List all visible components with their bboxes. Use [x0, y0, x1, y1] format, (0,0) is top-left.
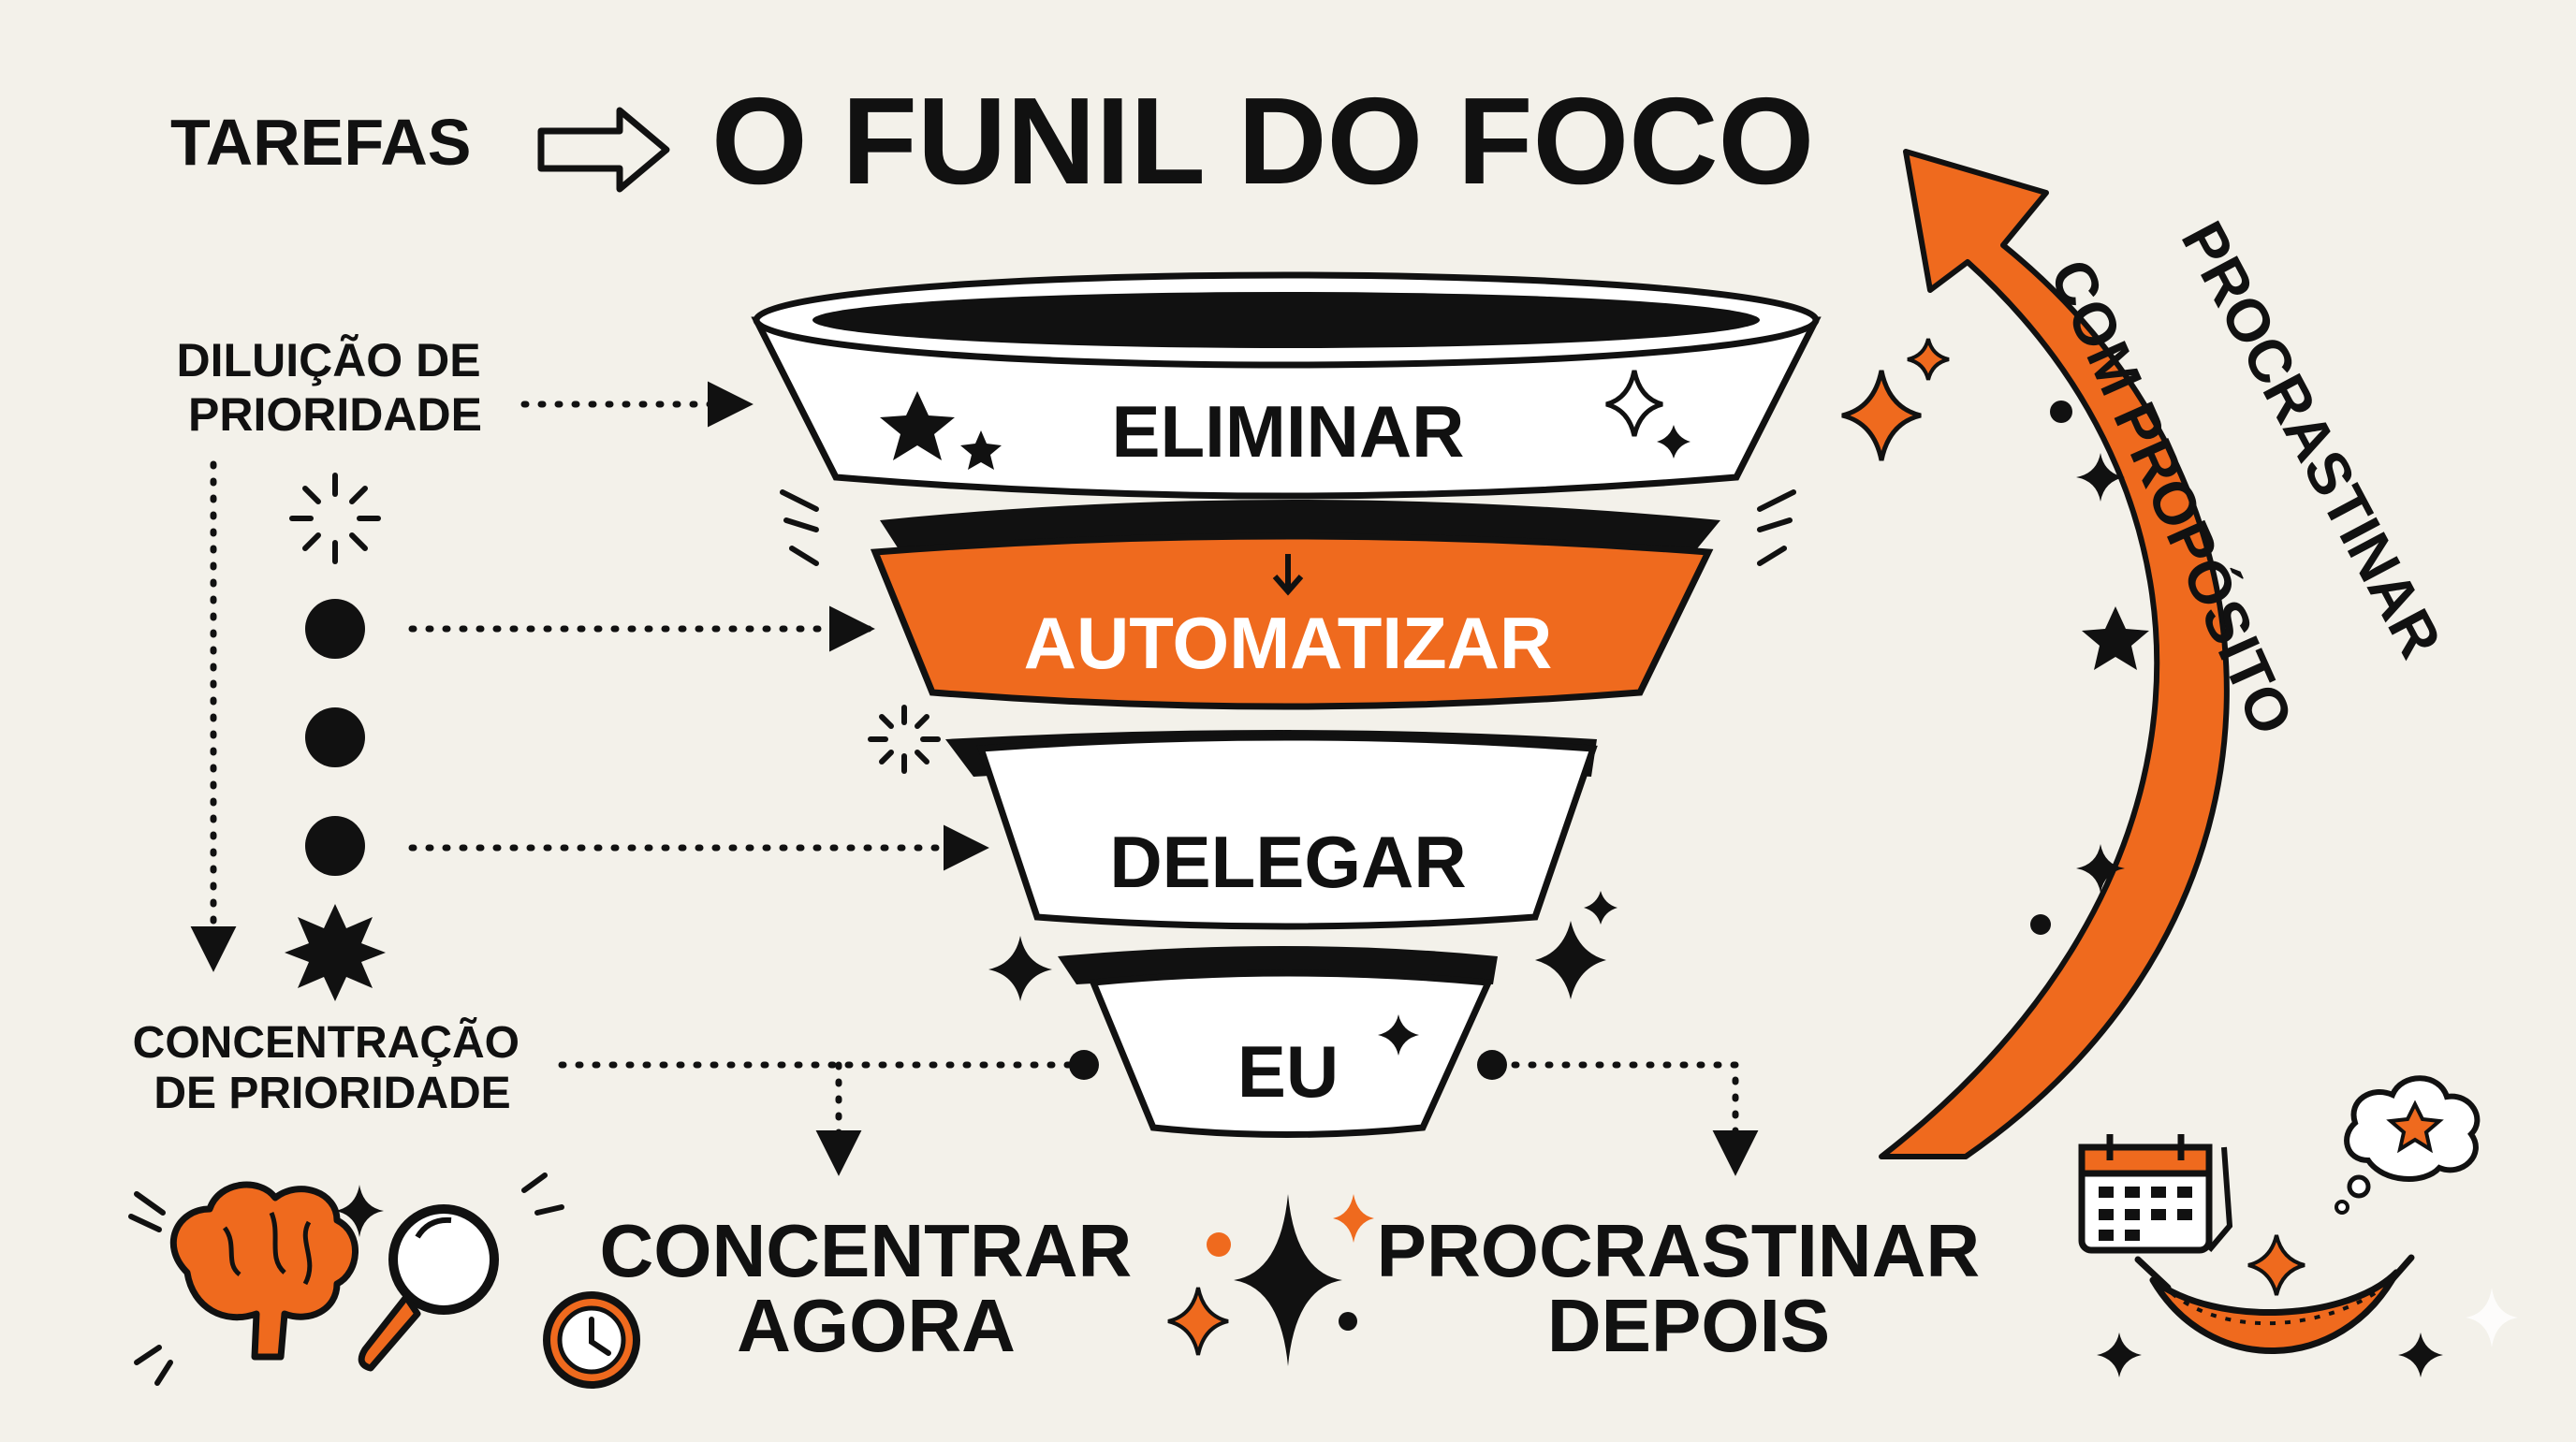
dot-icon: [1477, 1050, 1507, 1080]
funnel-stage-label: ELIMINAR: [1112, 390, 1465, 473]
input-label: TAREFAS: [170, 106, 472, 179]
sparkle-icon: [1234, 1194, 1342, 1366]
sparkle-icon: [2398, 1333, 2443, 1377]
funnel-stage-eliminar: ELIMINAR: [756, 275, 1816, 496]
outcome-right: PROCRASTINAR DEPOIS: [1377, 1209, 2001, 1367]
sparkle-icon: [988, 936, 1052, 1001]
dot-icon: [305, 599, 365, 659]
star-icon: [2082, 606, 2149, 670]
page-title: O FUNIL DO FOCO: [711, 72, 1814, 210]
funnel-stage-automatizar: AUTOMATIZAR: [875, 536, 1708, 706]
sparkle-icon: [1535, 921, 1606, 999]
dot-icon: [305, 816, 365, 876]
clock-icon: [547, 1295, 637, 1385]
sparkle-icon: [1842, 371, 1921, 460]
dot-icon: [305, 707, 365, 767]
starburst-icon: [285, 904, 386, 1001]
sparkle-icon: [2097, 1333, 2142, 1377]
funnel-stage-label: EU: [1237, 1030, 1339, 1113]
sparkle-icon: [1168, 1288, 1228, 1355]
burst-icon: [524, 1175, 562, 1213]
burst-icon: [292, 475, 378, 561]
brain-icon: [173, 1185, 355, 1357]
dot-icon: [1207, 1232, 1231, 1257]
funnel-stage-delegar: DELEGAR: [981, 737, 1593, 926]
sparkle-icon: [1584, 891, 1617, 925]
funnel-stage-eu: EU: [1093, 973, 1488, 1135]
dot-icon: [1069, 1050, 1099, 1080]
funnel-stage-label: AUTOMATIZAR: [1024, 602, 1553, 684]
sparkle-icon: [1908, 339, 1949, 380]
outcome-left: CONCENTRAR AGORA: [599, 1209, 1152, 1367]
sparkle-icon: [1333, 1194, 1374, 1243]
funnel-stage-label: DELEGAR: [1109, 821, 1466, 903]
curved-arrow: PROCRASTINAR COM PROPÓSITO: [1881, 152, 2454, 1157]
dot-icon: [2050, 401, 2072, 423]
outline-arrow-icon: [541, 110, 666, 189]
sparkle-icon: [2248, 1235, 2305, 1295]
sparkle-icon: [2466, 1288, 2518, 1347]
concentration-label: CONCENTRAÇÃO DE PRIORIDADE: [133, 1016, 533, 1118]
thought-bubble-icon: [2336, 1078, 2477, 1213]
magnifier-icon: [361, 1209, 494, 1368]
dot-icon: [2030, 914, 2051, 935]
dilution-label: DILUIÇÃO DE PRIORIDADE: [177, 334, 494, 441]
dot-icon: [1339, 1312, 1357, 1331]
calendar-icon: [2082, 1134, 2230, 1250]
burst-icon: [131, 1194, 170, 1383]
